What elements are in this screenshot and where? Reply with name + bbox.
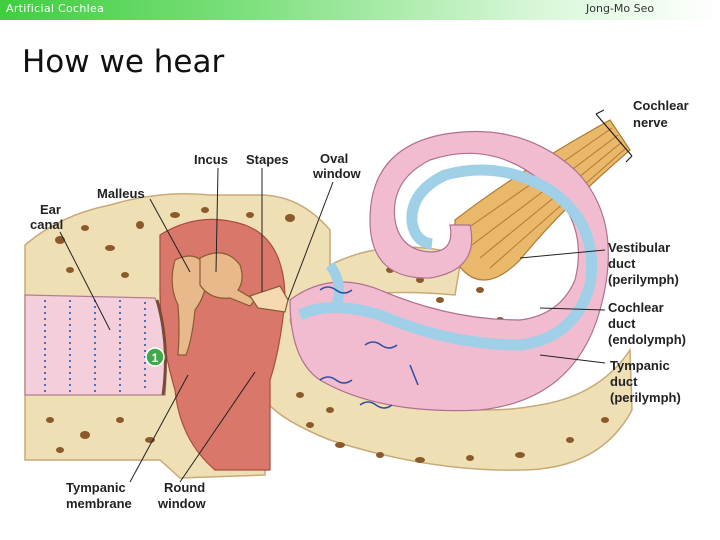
label-oval: Oval bbox=[320, 151, 348, 166]
label-cochlear: Cochlear bbox=[633, 98, 689, 113]
cochlear-duct bbox=[297, 164, 598, 351]
label-vestibular: Vestibular bbox=[608, 240, 670, 255]
label-nerve: nerve bbox=[633, 115, 668, 130]
stapes-bone bbox=[249, 285, 289, 313]
label-cochlear-fluid: (endolymph) bbox=[608, 332, 686, 347]
leader-lines bbox=[59, 167, 606, 483]
step-marker-number: 1 bbox=[152, 351, 159, 365]
label-canal: canal bbox=[30, 217, 63, 232]
nerve-fibers bbox=[464, 127, 627, 269]
oval-window-duct bbox=[325, 262, 344, 312]
label-stapes: Stapes bbox=[246, 152, 289, 167]
label-malleus: Malleus bbox=[97, 186, 145, 201]
label-round: Round bbox=[164, 480, 205, 495]
step-marker bbox=[145, 347, 165, 367]
label-tympanic-fluid: (perilymph) bbox=[610, 390, 681, 405]
fluid-flow-arrows bbox=[319, 286, 419, 409]
header-author: Jong-Mo Seo bbox=[586, 2, 655, 15]
label-vestibular-fluid: (perilymph) bbox=[608, 272, 679, 287]
label-cochlear-duct: Cochlear bbox=[608, 300, 664, 315]
label-vestibular-duct: duct bbox=[608, 256, 636, 271]
incus-bone bbox=[199, 252, 256, 307]
label-tympanic-duct: Tympanic bbox=[610, 358, 670, 373]
nerve-bracket bbox=[595, 109, 633, 163]
label-ear: Ear bbox=[40, 202, 61, 217]
label-window-top: window bbox=[312, 166, 362, 181]
label-round-window: window bbox=[157, 496, 207, 511]
header-bar bbox=[0, 0, 720, 20]
label-tympanic-membrane-2: membrane bbox=[66, 496, 132, 511]
header-course-title: Artificial Cochlea bbox=[6, 2, 105, 15]
label-incus: Incus bbox=[194, 152, 228, 167]
label-tympanic-membrane-1: Tympanic bbox=[66, 480, 126, 495]
tympanic-membrane bbox=[155, 299, 167, 396]
slide-title: How we hear bbox=[22, 44, 225, 80]
label-tympanic-duct-word: duct bbox=[610, 374, 638, 389]
label-cochlear-duct-word: duct bbox=[608, 316, 636, 331]
